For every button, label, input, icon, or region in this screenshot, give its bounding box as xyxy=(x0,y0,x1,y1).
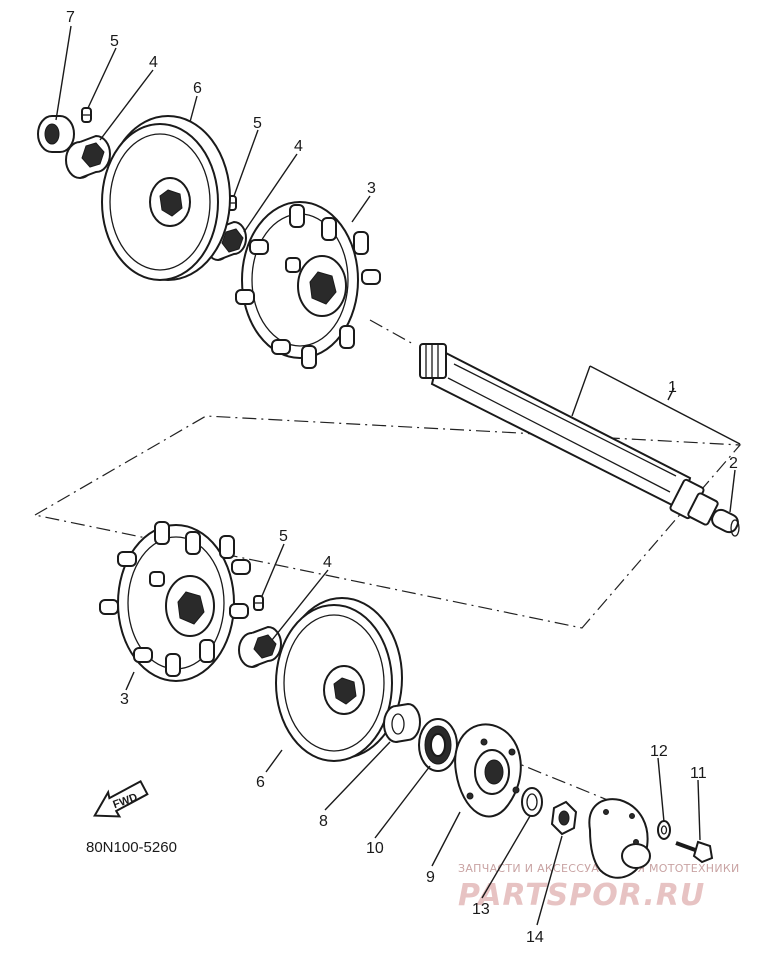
callout-6-a: 6 xyxy=(193,80,202,97)
callout-13: 13 xyxy=(472,901,490,918)
callout-9: 9 xyxy=(426,869,435,886)
leader-lines xyxy=(55,25,741,926)
callout-1: 1 xyxy=(668,379,677,396)
flange-part-9 xyxy=(454,723,522,818)
callout-11: 11 xyxy=(690,765,707,782)
callout-4-c: 4 xyxy=(323,554,332,571)
callout-2: 2 xyxy=(729,455,738,472)
forward-arrow-icon: FWD xyxy=(92,779,149,818)
callout-12: 12 xyxy=(650,743,668,760)
wheel-part-6-upper xyxy=(101,115,231,281)
callout-5-c: 5 xyxy=(279,528,288,545)
shaft-part-1 xyxy=(419,343,719,526)
hub-cap xyxy=(588,798,651,879)
wheel-part-6-lower xyxy=(275,597,403,762)
nut-part-14 xyxy=(550,800,578,836)
spacer-part-8 xyxy=(383,702,421,743)
hex-collar-part-4-a xyxy=(65,134,111,179)
diagram-code: 80N100-5260 xyxy=(86,839,177,856)
callout-5-b: 5 xyxy=(253,115,262,132)
axis-line-upper xyxy=(369,319,416,346)
callout-3-a: 3 xyxy=(367,180,376,197)
callout-5-a: 5 xyxy=(110,33,119,50)
callout-10: 10 xyxy=(366,840,384,857)
watermark: ЗАПЧАСТИ И АКСЕССУАРЫ ДЛЯ МОТОТЕХНИКИ PA… xyxy=(458,862,739,913)
callout-6-b: 6 xyxy=(256,774,265,791)
callout-7: 7 xyxy=(66,9,75,26)
end-pin-part-2 xyxy=(711,508,740,537)
callout-8: 8 xyxy=(319,813,328,830)
callout-4-b: 4 xyxy=(294,138,303,155)
callout-3-b: 3 xyxy=(120,691,129,708)
sprocket-part-3-lower xyxy=(99,521,251,682)
bolt-part-11 xyxy=(675,840,714,864)
lock-washer-part-12 xyxy=(657,820,671,840)
watermark-logo: PARTSPOR.RU xyxy=(458,878,705,913)
pin-part-5-c xyxy=(253,595,264,611)
callouts: 7 5 4 6 5 4 3 1 2 5 4 3 6 8 10 9 12 11 1… xyxy=(66,9,738,946)
collar-part-7 xyxy=(37,115,75,153)
callout-4-a: 4 xyxy=(149,54,158,71)
pin-part-5-a xyxy=(81,107,92,123)
callout-14: 14 xyxy=(526,929,544,946)
sprocket-part-3-upper xyxy=(235,201,381,369)
washer-part-13 xyxy=(521,787,543,817)
assembly-boundary xyxy=(33,415,742,629)
bearing-part-10 xyxy=(418,718,458,772)
hex-collar-part-4-c xyxy=(238,625,282,668)
